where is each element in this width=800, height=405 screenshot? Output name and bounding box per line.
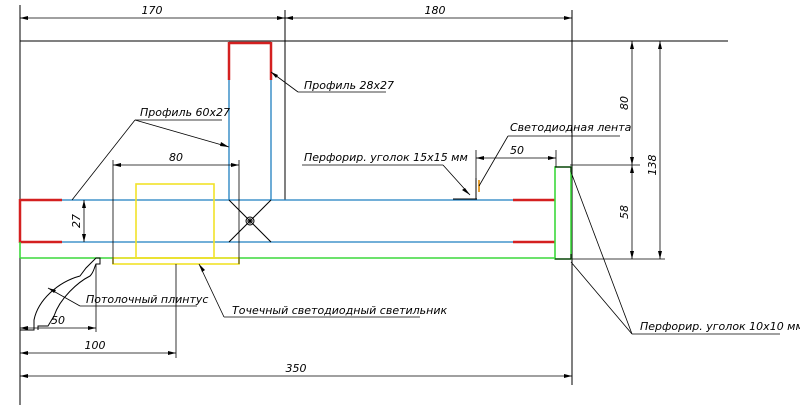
- label-led-strip: Светодиодная лента: [510, 121, 632, 134]
- leader-led-strip: Светодиодная лента: [478, 121, 632, 187]
- dim-text-350: 350: [286, 362, 307, 375]
- ceiling-plinth: [20, 257, 101, 331]
- label-spot-luminaire: Точечный светодиодный светильник: [232, 304, 447, 317]
- dim-text-80-hole: 80: [169, 151, 183, 164]
- dimension-50-left: 50: [20, 264, 97, 332]
- spot-luminaire: [112, 183, 240, 265]
- label-profile-28x27: Профиль 28х27: [304, 79, 394, 92]
- leader-profile-60x27: Профиль 60х27: [71, 106, 230, 201]
- leader-ceiling-plinth: Потолочный плинтус: [47, 287, 208, 307]
- label-ceiling-plinth: Потолочный плинтус: [86, 293, 208, 306]
- perforated-corner-10: [555, 166, 572, 260]
- crab-connector: [228, 199, 272, 243]
- frame-lines: [19, 5, 728, 405]
- led-corner-15: [453, 178, 480, 200]
- leader-perf-corner-10: Перфорир. уголок 10х10 мм: [570, 171, 800, 335]
- dim-text-50-left: 50: [51, 314, 65, 327]
- label-profile-60x27: Профиль 60х27: [140, 106, 230, 119]
- dim-text-170: 170: [142, 4, 163, 17]
- dim-text-27-vertical: 27: [70, 214, 83, 228]
- profile-28x27-upright: [227, 41, 273, 200]
- drywall-sheet: [19, 166, 572, 260]
- dimension-138-vertical: 138: [646, 41, 662, 259]
- leader-spot-luminaire: Точечный светодиодный светильник: [198, 263, 447, 318]
- leader-perf-corner-15: Перфорир. уголок 15х15 мм: [302, 151, 471, 196]
- dimension-80-vertical: 80: [570, 41, 640, 166]
- label-perf-corner-15: Перфорир. уголок 15х15 мм: [304, 151, 468, 164]
- dimension-50-right: 50: [475, 144, 557, 178]
- dimension-350: 350: [20, 362, 572, 378]
- dim-text-100: 100: [85, 339, 106, 352]
- dimension-27-vertical: 27: [70, 200, 86, 242]
- dim-text-138-vertical: 138: [646, 155, 659, 176]
- leader-profile-28x27: Профиль 28х27: [270, 71, 394, 93]
- dimension-170: 170: [20, 4, 285, 20]
- dimension-80-hole: 80: [112, 151, 240, 264]
- label-perf-corner-10: Перфорир. уголок 10х10 мм: [640, 320, 800, 333]
- profile-60x27-horizontal: [18, 198, 555, 244]
- dim-text-50-right: 50: [510, 144, 524, 157]
- dim-text-58-vertical: 58: [618, 205, 631, 219]
- dimension-58-vertical: 58: [572, 165, 665, 260]
- dim-text-180: 180: [425, 4, 446, 17]
- dimension-100: 100: [20, 264, 177, 358]
- dim-text-80-vertical: 80: [618, 96, 631, 110]
- dimension-180: 180: [285, 4, 572, 20]
